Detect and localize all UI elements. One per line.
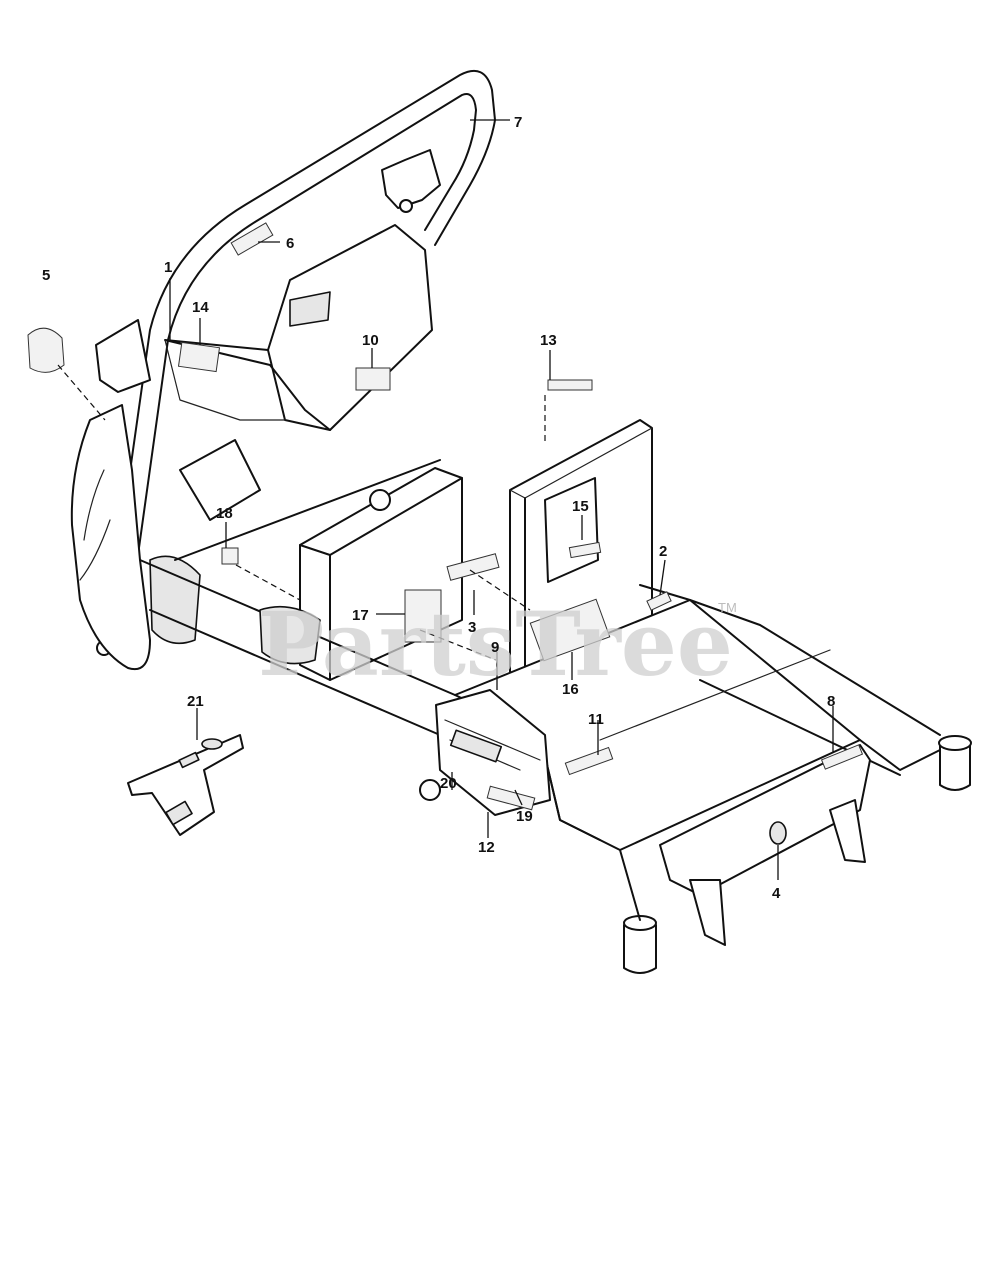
callout-13: 13: [540, 332, 557, 349]
callout-labels: 1 2 3 4 5 6 7 8 9 10 11 12 13 14 15 16 1…: [42, 114, 835, 902]
assembly-lines: [57, 364, 546, 661]
decal-18: [221, 547, 239, 565]
callout-19: 19: [516, 808, 533, 825]
decal-3: [446, 553, 500, 581]
decal-14: [177, 341, 221, 373]
frame-assembly: [70, 70, 972, 974]
engine-area: [179, 439, 321, 665]
watermark-trademark: TM: [718, 600, 737, 615]
decal-13: [547, 379, 593, 391]
callout-6: 6: [286, 235, 294, 252]
callout-3: 3: [468, 619, 476, 636]
callout-7: 7: [514, 114, 522, 131]
callout-21: 21: [187, 693, 204, 710]
watermark-text: PartsTree: [258, 592, 733, 696]
decal-15: [568, 541, 602, 559]
part-21-bracket: [127, 734, 244, 836]
decals: [27, 222, 864, 811]
callout-14: 14: [192, 299, 209, 316]
foot-plate: [659, 744, 871, 946]
callout-1: 1: [164, 259, 172, 276]
callout-9: 9: [491, 639, 499, 656]
callout-10: 10: [362, 332, 379, 349]
callout-11: 11: [588, 711, 604, 728]
caster-tubes: [619, 735, 972, 974]
decal-8: [820, 744, 864, 770]
callout-17: 17: [352, 607, 369, 624]
control-panel: [419, 689, 551, 816]
callout-5: 5: [42, 267, 50, 284]
decal-12: [486, 785, 536, 811]
callout-16: 16: [562, 681, 579, 698]
callout-20: 20: [440, 775, 457, 792]
decal-16: [529, 598, 611, 662]
decal-17: [404, 589, 442, 643]
decal-11: [564, 746, 614, 776]
callout-12: 12: [478, 839, 495, 856]
seat-pan: [164, 224, 433, 431]
callout-4: 4: [772, 885, 781, 902]
decal-5: [27, 327, 65, 373]
decal-6: [230, 222, 274, 256]
callout-15: 15: [572, 498, 589, 515]
left-side-shroud: [70, 404, 201, 671]
leader-lines: [169, 119, 834, 880]
callout-8: 8: [827, 693, 835, 710]
callout-2: 2: [659, 543, 667, 560]
decal-10: [355, 367, 391, 391]
decal-2: [646, 591, 672, 611]
callout-18: 18: [216, 505, 233, 522]
